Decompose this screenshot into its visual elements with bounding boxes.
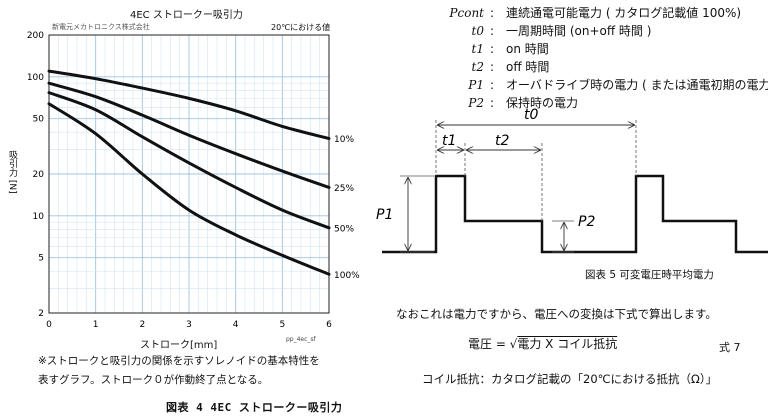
legend-symbol: Pcont: [449, 6, 484, 20]
conversion-paragraph: なおこれは電力ですから、電圧への変換は下式で算出します。: [396, 307, 717, 321]
x-tick-label: 1: [93, 320, 99, 330]
series-line: [47, 91, 331, 230]
series-line: [47, 81, 331, 189]
power-waveform-diagram: t0 t1 t2 P1 P2: [376, 108, 768, 254]
series-line: [47, 69, 331, 141]
t2-label: t2: [495, 133, 509, 149]
x-axis-label: ストローク[mm]: [140, 340, 218, 351]
x-tick-label: 4: [233, 320, 239, 330]
y-tick-label: 100: [27, 73, 44, 83]
guide-lines: [435, 120, 637, 221]
chart-title: 4EC ストロークー吸引力: [130, 10, 243, 21]
series-label: 10%: [334, 135, 354, 145]
legend-desc: 連続通電可能電力 ( カタログ記載値 100%): [506, 6, 742, 20]
y-tick-label: 10: [33, 212, 45, 222]
x-tick-label: 0: [46, 320, 52, 330]
x-tick-label: 2: [139, 320, 145, 330]
chart-lines: [47, 69, 331, 276]
legend-colon: :: [490, 60, 495, 74]
series-label: 50%: [334, 224, 354, 234]
chart-note: ※ストロークと吸引力の関係を示すソレノイドの基本特性を 表すグラフ。ストローク０…: [38, 352, 338, 390]
p1-label: P1: [376, 207, 393, 223]
p2-label: P2: [578, 214, 595, 230]
x-tick-label: 3: [186, 320, 192, 330]
note-line-1: ※ストロークと吸引力の関係を示すソレノイドの基本特性を: [38, 355, 320, 367]
waveform-line: [382, 174, 768, 254]
x-tick-label: 5: [279, 320, 285, 330]
legend-symbol: P1: [468, 78, 484, 92]
legend-colon: :: [490, 6, 495, 20]
y-tick-label: 2: [38, 309, 44, 319]
formula-lhs: 電圧 = √: [468, 337, 518, 351]
y-axis-label: 吸引力 [N]: [7, 150, 17, 194]
x-tick-labels: 0 1 2 3 4 5 6: [46, 320, 332, 330]
y-tick-label: 50: [33, 115, 45, 125]
series-label: 100%: [334, 271, 360, 281]
legend-colon: :: [490, 78, 495, 92]
legend-desc: off 時間: [506, 60, 550, 74]
figure-4-caption: 図表 4 4EC ストロークー吸引力: [166, 401, 343, 414]
figure-5-caption: 図表 5 可変電圧時平均電力: [585, 269, 714, 281]
plot-frame: [48, 34, 330, 314]
series-labels: 10% 25% 50% 100%: [334, 135, 360, 281]
legend-symbol: t2: [471, 60, 484, 74]
y-tick-labels: 2 5 10 20 50 100 200: [27, 31, 44, 319]
legend-symbol: t1: [471, 42, 484, 56]
equation-number: 式 7: [719, 341, 741, 354]
t0-label: t0: [524, 108, 538, 123]
legend-colon: :: [490, 42, 495, 56]
x-tick-label: 6: [326, 320, 332, 330]
legend-desc: 一周期時間 (on+off 時間 ): [506, 24, 652, 38]
legend-desc: オーバドライブ時の電力 ( または通電初期の電力 ): [506, 78, 768, 92]
chart-grid: [49, 35, 329, 313]
series-label: 25%: [334, 184, 354, 194]
legend-desc: on 時間: [506, 42, 549, 56]
note-line-2: 表すグラフ。ストローク０が作動終了点となる。: [38, 374, 269, 386]
coil-resistance-note: コイル抵抗：カタログ記載の「20℃における抵抗（Ω）」: [422, 372, 718, 386]
legend-symbol: P2: [468, 96, 484, 110]
y-tick-label: 5: [38, 254, 44, 264]
chart-code: pp_4ec_sf: [286, 336, 316, 343]
y-tick-label: 200: [27, 31, 44, 41]
formula-radicand: 電力 X コイル抵抗: [517, 337, 618, 351]
series-line: [47, 102, 331, 276]
stroke-force-chart: 2 5 10 20 50 100 200 0 1 2 3 4 5 6 10% 25% 50% 100%: [27, 31, 360, 330]
voltage-formula: 電圧 = √電力 X コイル抵抗: [468, 335, 617, 352]
y-tick-label: 20: [33, 170, 45, 180]
legend-symbol: t0: [471, 24, 484, 38]
legend-colon: :: [490, 24, 495, 38]
legend-desc: 保持時の電力: [506, 96, 579, 110]
condition-label: 20℃における値: [271, 23, 331, 32]
legend-colon: :: [490, 96, 495, 110]
t1-label: t1: [442, 133, 456, 149]
maker-name: 新電元メカトロニクス株式会社: [52, 23, 150, 31]
